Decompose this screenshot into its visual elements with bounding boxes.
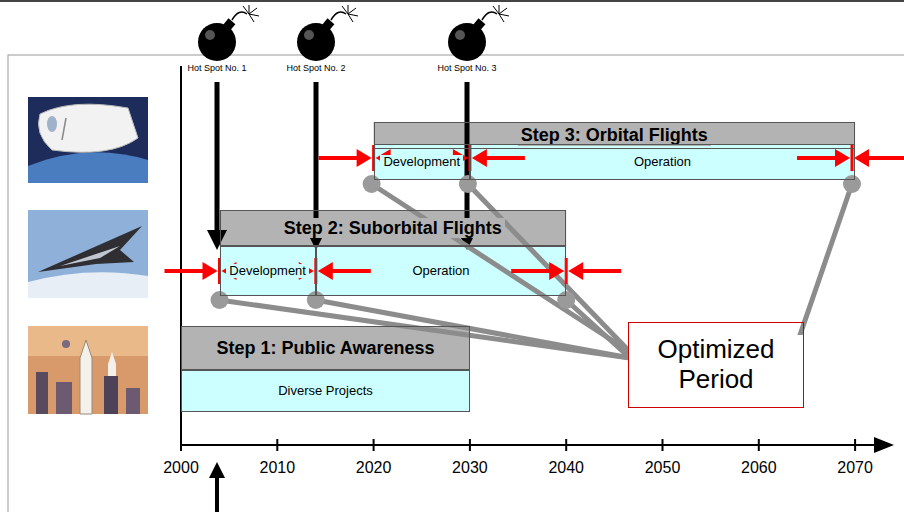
- period-dot: [843, 175, 861, 193]
- year-label: 2000: [162, 459, 200, 477]
- bar-fill: [220, 210, 567, 246]
- hotspot-arrow: [207, 82, 227, 250]
- bar-fill: [374, 144, 470, 180]
- axis-tick: [373, 439, 375, 451]
- bomb-symbol: [448, 5, 509, 61]
- period-dot: [363, 175, 381, 193]
- bar-fill: [220, 246, 316, 296]
- phase-bar: Development: [374, 144, 470, 180]
- bar-fill: [181, 326, 470, 370]
- node-text: Operation: [631, 155, 694, 170]
- axis-arrowhead: [874, 437, 894, 453]
- phase-bar: Operation: [316, 246, 566, 296]
- year-label: 2060: [740, 459, 778, 477]
- hotspot-label: Hot Spot No. 2: [285, 64, 346, 74]
- node-text: Development: [380, 155, 463, 170]
- hotspot-label: Hot Spot No. 1: [186, 64, 247, 74]
- hotspot-label: Hot Spot No. 3: [436, 64, 497, 74]
- year-label: 2020: [355, 459, 393, 477]
- axis-tick: [469, 439, 471, 451]
- limit-arrows: [797, 145, 904, 171]
- year-label: 2010: [259, 459, 297, 477]
- top-rule: [0, 0, 904, 2]
- axis-tick: [758, 439, 760, 451]
- phase-bar: Operation: [470, 144, 855, 180]
- axis-tick: [276, 439, 278, 451]
- limit-arrows: [511, 258, 621, 284]
- period-dot: [557, 291, 575, 309]
- step-bar: Step 2: Suborbital Flights: [220, 210, 567, 246]
- now-arrow: [215, 476, 219, 512]
- phase-bar: Development: [220, 246, 316, 296]
- frame: [8, 55, 904, 512]
- bar-fill: [181, 370, 470, 412]
- bomb-symbol: [297, 5, 358, 61]
- now-arrowhead: [209, 462, 225, 478]
- node-text: Development: [226, 264, 309, 279]
- callout-box: Optimized Period: [628, 322, 804, 408]
- year-label: 2050: [644, 459, 682, 477]
- node-text: Step 1: Public Awareness: [213, 338, 437, 359]
- timeline-marks: [165, 5, 904, 512]
- axis-tick: [565, 439, 567, 451]
- axis-tick: [180, 439, 182, 451]
- step-bar: Step 1: Public Awareness: [181, 326, 470, 370]
- phase-bar: Diverse Projects: [181, 370, 470, 412]
- year-label: 2030: [451, 459, 489, 477]
- axis-tick: [854, 439, 856, 451]
- bar-fill: [470, 144, 855, 180]
- year-label: 2070: [836, 459, 874, 477]
- bar-fills: [181, 122, 855, 412]
- bomb-symbol: [198, 5, 259, 61]
- bar-fill: [628, 322, 804, 408]
- x-axis: [180, 444, 876, 446]
- city-picture: [28, 326, 148, 414]
- capsule-picture: [28, 97, 148, 183]
- node-text: Operation: [409, 264, 472, 279]
- node-text: Step 2: Suborbital Flights: [281, 218, 505, 239]
- node-text: Step 3: Orbital Flights: [518, 125, 711, 146]
- node-text: Diverse Projects: [275, 384, 376, 399]
- axis-tick: [662, 439, 664, 451]
- spaceplane-picture: [28, 210, 148, 298]
- year-label: 2040: [547, 459, 585, 477]
- node-text: Optimized Period: [629, 335, 803, 395]
- period-dot: [459, 175, 477, 193]
